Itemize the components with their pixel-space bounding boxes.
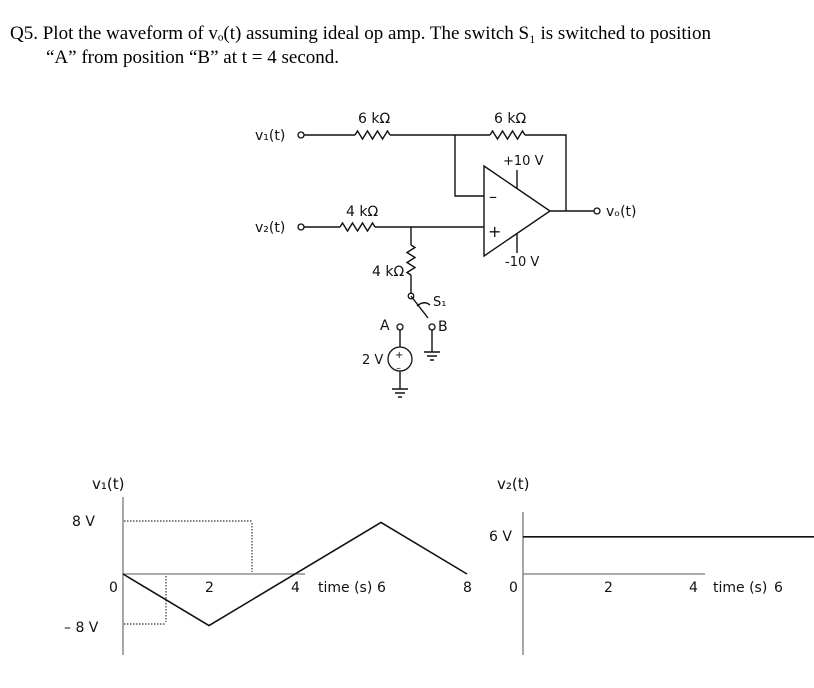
vpos-label: +10 V [503, 154, 544, 169]
graph-v1-xtick-4: 4 [291, 580, 300, 596]
graph-v1-title: v₁(t) [92, 475, 124, 493]
graph-v1-xtick-0: 0 [109, 580, 118, 596]
graph-v2-xtick-2: 2 [604, 580, 613, 596]
switch-blade [410, 295, 429, 319]
v1-input-label: v₁(t) [255, 128, 285, 144]
graph-v1-ytick-neg: – 8 V [64, 620, 99, 636]
graph-v1-waveform [122, 521, 468, 627]
resistor-input-label: 4 kΩ [346, 204, 378, 220]
ground-b [424, 351, 440, 361]
graph-v1-xtick-8: 8 [463, 580, 472, 596]
switch-arc [416, 302, 431, 307]
graph-v1: v₁(t) 8 V – 8 V 0 2 4 6 8 time (s) [64, 475, 472, 655]
graph-v1-xtick-6: 6 [377, 580, 386, 596]
output-label: vₒ(t) [606, 204, 637, 220]
vneg-label: -10 V [505, 255, 539, 270]
v2-input-label: v₂(t) [255, 220, 285, 236]
wire-inverting-input [454, 135, 484, 197]
switch-pos-b-label: B [438, 319, 448, 335]
v1-input-terminal [297, 131, 305, 139]
switch-contact-b [428, 323, 436, 331]
resistor-shunt-4k [405, 244, 417, 276]
graph-v2-xlabel: time (s) [713, 580, 767, 596]
question-line-1: Q5. Plot the waveform of vₒ(t) assuming … [10, 23, 711, 44]
graph-v2-title: v₂(t) [497, 475, 529, 493]
op-amp-plus: + [488, 222, 501, 241]
switch-contact-a [396, 323, 404, 331]
source-minus: – [396, 363, 401, 374]
graph-v1-xtick-2: 2 [205, 580, 214, 596]
resistor-feedback-label: 6 kΩ [494, 111, 526, 127]
graph-v2-ytick: 6 V [489, 529, 512, 545]
source-plus: + [395, 350, 403, 361]
graph-v1-ytick-pos: 8 V [72, 514, 95, 530]
graph-v2-xtick-6: 6 [774, 580, 783, 596]
circuit: v₁(t) 6 kΩ 6 kΩ – + +10 V -10 V vₒ(t) v₂… [255, 111, 637, 398]
graph-v1-xlabel: time (s) [318, 580, 372, 596]
switch-pos-a-label: A [380, 318, 390, 334]
resistor-input-4k [339, 221, 376, 233]
graph-v2-xtick-0: 0 [509, 580, 518, 596]
resistor-top-label: 6 kΩ [358, 111, 390, 127]
output-terminal [593, 207, 601, 215]
v2-input-terminal [297, 223, 305, 231]
switch-label: S₁ [433, 295, 446, 310]
wire-feedback-to-output [525, 134, 567, 211]
question-line-2: “A” from position “B” at t = 4 second. [46, 47, 340, 68]
resistor-top-6k [354, 129, 391, 141]
ground-source [392, 388, 408, 398]
graph-v2-xtick-4: 4 [689, 580, 698, 596]
op-amp-minus: – [489, 187, 497, 206]
question-text: Q5. Plot the waveform of vₒ(t) assuming … [10, 22, 805, 70]
resistor-shunt-label: 4 kΩ [372, 264, 404, 280]
resistor-feedback-6k [489, 129, 526, 141]
source-label: 2 V [362, 353, 383, 368]
